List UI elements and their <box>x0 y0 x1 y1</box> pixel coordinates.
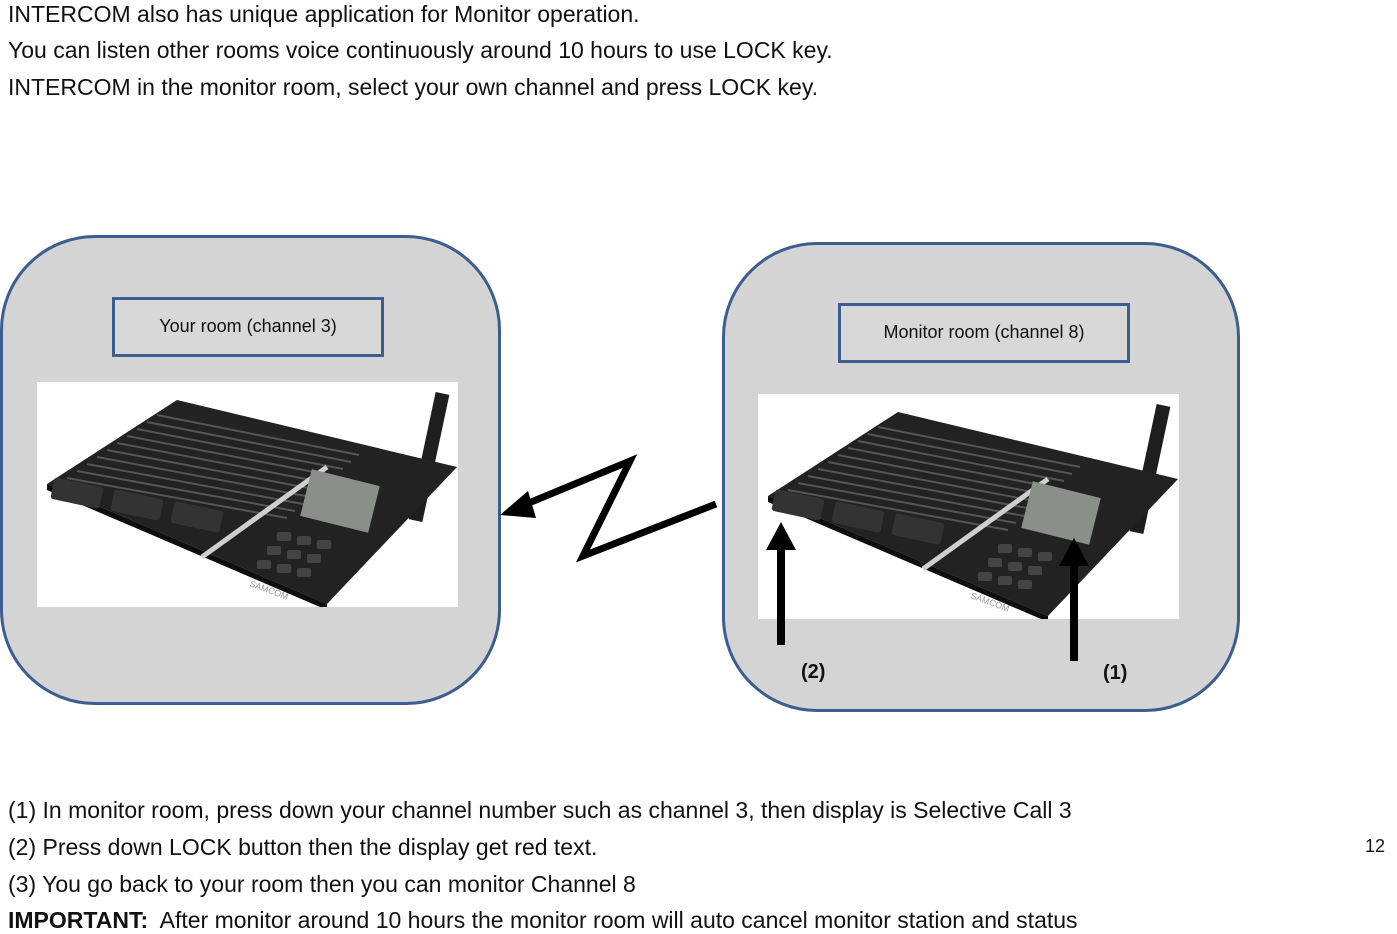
intercom-photo-left: SAMCOM <box>37 382 458 607</box>
intercom-base-unit-icon: SAMCOM <box>47 391 457 607</box>
important-note: IMPORTANT: After monitor around 10 hours… <box>8 906 1078 934</box>
intro-line-1: INTERCOM also has unique application for… <box>8 1 640 27</box>
intercom-photo-right: SAMCOM <box>758 394 1179 619</box>
intro-line-2: You can listen other rooms voice continu… <box>8 37 833 63</box>
monitor-room-label: Monitor room (channel 8) <box>838 303 1130 363</box>
intercom-base-unit-icon: SAMCOM <box>768 403 1178 619</box>
signal-arrowhead-icon <box>500 491 536 518</box>
important-text: After monitor around 10 hours the monito… <box>148 907 1078 933</box>
wireless-signal-icon <box>510 454 718 563</box>
intro-line-3: INTERCOM in the monitor room, select you… <box>8 74 819 100</box>
step-1-text: (1) In monitor room, press down your cha… <box>8 797 1072 823</box>
step-3-text: (3) You go back to your room then you ca… <box>8 871 636 897</box>
step-2-text: (2) Press down LOCK button then the disp… <box>8 834 598 860</box>
important-label: IMPORTANT: <box>8 907 149 933</box>
your-room-label: Your room (channel 3) <box>112 297 384 357</box>
step-1-marker: (1) <box>1103 662 1128 684</box>
step-2-marker: (2) <box>801 661 826 683</box>
page-number: 12 <box>1364 836 1385 856</box>
